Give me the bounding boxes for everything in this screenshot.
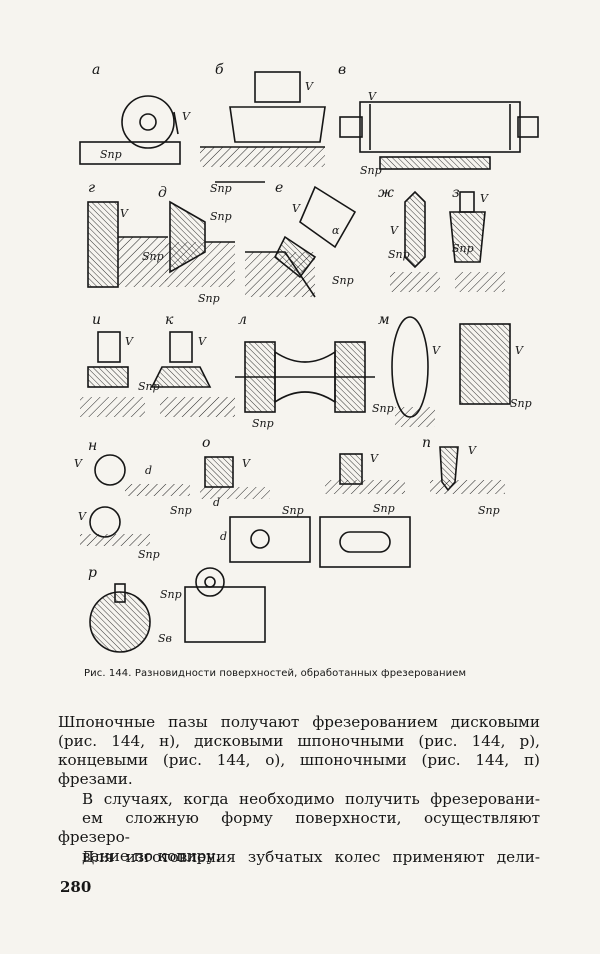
symbol-spr-d2: Sпр: [198, 292, 220, 305]
symbol-v-m: V: [432, 344, 441, 357]
paragraph-keyways: Шпоночные пазы получают фрезерованием ди…: [58, 713, 540, 789]
text-line: В случаях, когда необходимо получить фре…: [82, 790, 540, 808]
symbol-spr-n: Sпр: [170, 504, 192, 517]
symbol-v-a: V: [182, 110, 191, 123]
diagram-p: [325, 446, 505, 494]
diagram-labels: а б в г д е ж з и к л м н о п р: [88, 62, 460, 581]
label-z: з: [452, 185, 460, 201]
label-k: к: [165, 312, 174, 328]
symbol-d-n: d: [145, 464, 152, 477]
diagram-e: [245, 185, 357, 298]
symbol-v-o: V: [242, 457, 251, 470]
symbol-spr-zh: Sпр: [388, 248, 410, 261]
symbol-v-p1: V: [370, 452, 379, 465]
label-v: в: [338, 62, 346, 78]
label-zh: ж: [378, 185, 394, 201]
symbol-spr-b: Sпр: [210, 182, 232, 195]
paragraph-copy-milling: В случаях, когда необходимо получить фре…: [58, 790, 540, 866]
label-e: е: [275, 180, 283, 196]
diagram-m: [391, 316, 511, 427]
symbol-spr-v: Sпр: [360, 164, 382, 177]
milling-diagrams: а б в г д е ж з и к л м н о п р V Sпр V …: [74, 62, 539, 653]
diagram-a: [79, 95, 181, 165]
label-r: р: [88, 565, 97, 581]
symbol-v-n2: V: [78, 510, 87, 523]
diagram-zh: [390, 190, 440, 292]
label-p: п: [422, 435, 431, 451]
label-l: л: [238, 312, 247, 328]
symbol-spr-g: Sпр: [142, 250, 164, 263]
symbol-spr-m: Sпр: [372, 402, 394, 415]
label-i: и: [92, 312, 101, 328]
diagram-z: [449, 191, 505, 292]
label-g: г: [88, 180, 95, 196]
symbol-d-o2: d: [220, 530, 227, 543]
text-line: фрезами.: [58, 770, 133, 788]
label-a: а: [92, 62, 100, 78]
symbol-spr-d: Sпр: [210, 210, 232, 223]
text-line: Для изготовления зубчатых колес применяю…: [82, 848, 540, 866]
text-line: Шпоночные пазы получают фрезерованием ди…: [58, 713, 540, 731]
diagram-o: [200, 456, 411, 568]
symbol-v-b: V: [305, 80, 314, 93]
symbol-alpha: α: [332, 224, 340, 237]
symbol-spr-m2: Sпр: [510, 397, 532, 410]
diagram-i: [80, 331, 145, 417]
symbol-spr-n2: Sпр: [138, 548, 160, 561]
symbol-spr-r: Sпр: [160, 588, 182, 601]
symbol-v-m2: V: [515, 344, 524, 357]
symbol-v-p: V: [468, 444, 477, 457]
symbol-spr-e: Sпр: [332, 274, 354, 287]
symbol-spr-p: Sпр: [478, 504, 500, 517]
diagram-r: [89, 567, 266, 653]
diagram-d: [165, 200, 235, 287]
symbol-spr-l: Sпр: [252, 417, 274, 430]
symbol-v-k: V: [198, 335, 207, 348]
symbol-v-zh: V: [390, 224, 399, 237]
diagram-v: [339, 101, 539, 170]
page-number: 280: [60, 878, 92, 896]
text-line: (рис. 144, н), дисковыми шпоночными (рис…: [58, 732, 540, 750]
symbol-spr-o: Sпр: [282, 504, 304, 517]
figure-caption: Рис. 144. Разновидности поверхностей, об…: [84, 668, 467, 679]
label-o: о: [202, 435, 210, 451]
label-b: б: [215, 62, 224, 78]
diagram-k: [150, 331, 235, 417]
diagram-b: [200, 71, 326, 183]
paragraph-gears: Для изготовления зубчатых колес применяю…: [58, 848, 540, 867]
text-line: вание по копиру.: [82, 847, 221, 865]
symbol-sv-r: Sв: [158, 632, 172, 645]
label-d: д: [158, 185, 167, 201]
symbol-spr-p1: Sпр: [373, 502, 395, 515]
symbol-spr-z: Sпр: [452, 242, 474, 255]
diagram-l: [235, 341, 375, 413]
text-line: ем сложную форму поверхности, осуществля…: [58, 809, 540, 846]
diagram-g: [87, 201, 168, 288]
symbol-v-e: V: [292, 202, 301, 215]
symbol-v-g: V: [120, 207, 129, 220]
symbol-spr-a: Sпр: [100, 148, 122, 161]
diagram-n: [80, 454, 190, 546]
symbol-v-v: V: [368, 90, 377, 103]
symbol-v-i: V: [125, 335, 134, 348]
figure-144: а б в г д е ж з и к л м н о п р V Sпр V …: [70, 62, 540, 660]
label-n: н: [88, 438, 97, 454]
symbol-spr-i: Sпр: [138, 380, 160, 393]
diagram-symbols: V Sпр V Sпр V Sпр V Sпр Sпр Sпр V α Sпр …: [74, 80, 532, 645]
text-line: концевыми (рис. 144, о), шпоночными (рис…: [58, 751, 540, 769]
symbol-v-z: V: [480, 192, 489, 205]
symbol-d-o: d: [213, 496, 220, 509]
label-m: м: [378, 312, 390, 328]
symbol-v-n: V: [74, 457, 83, 470]
